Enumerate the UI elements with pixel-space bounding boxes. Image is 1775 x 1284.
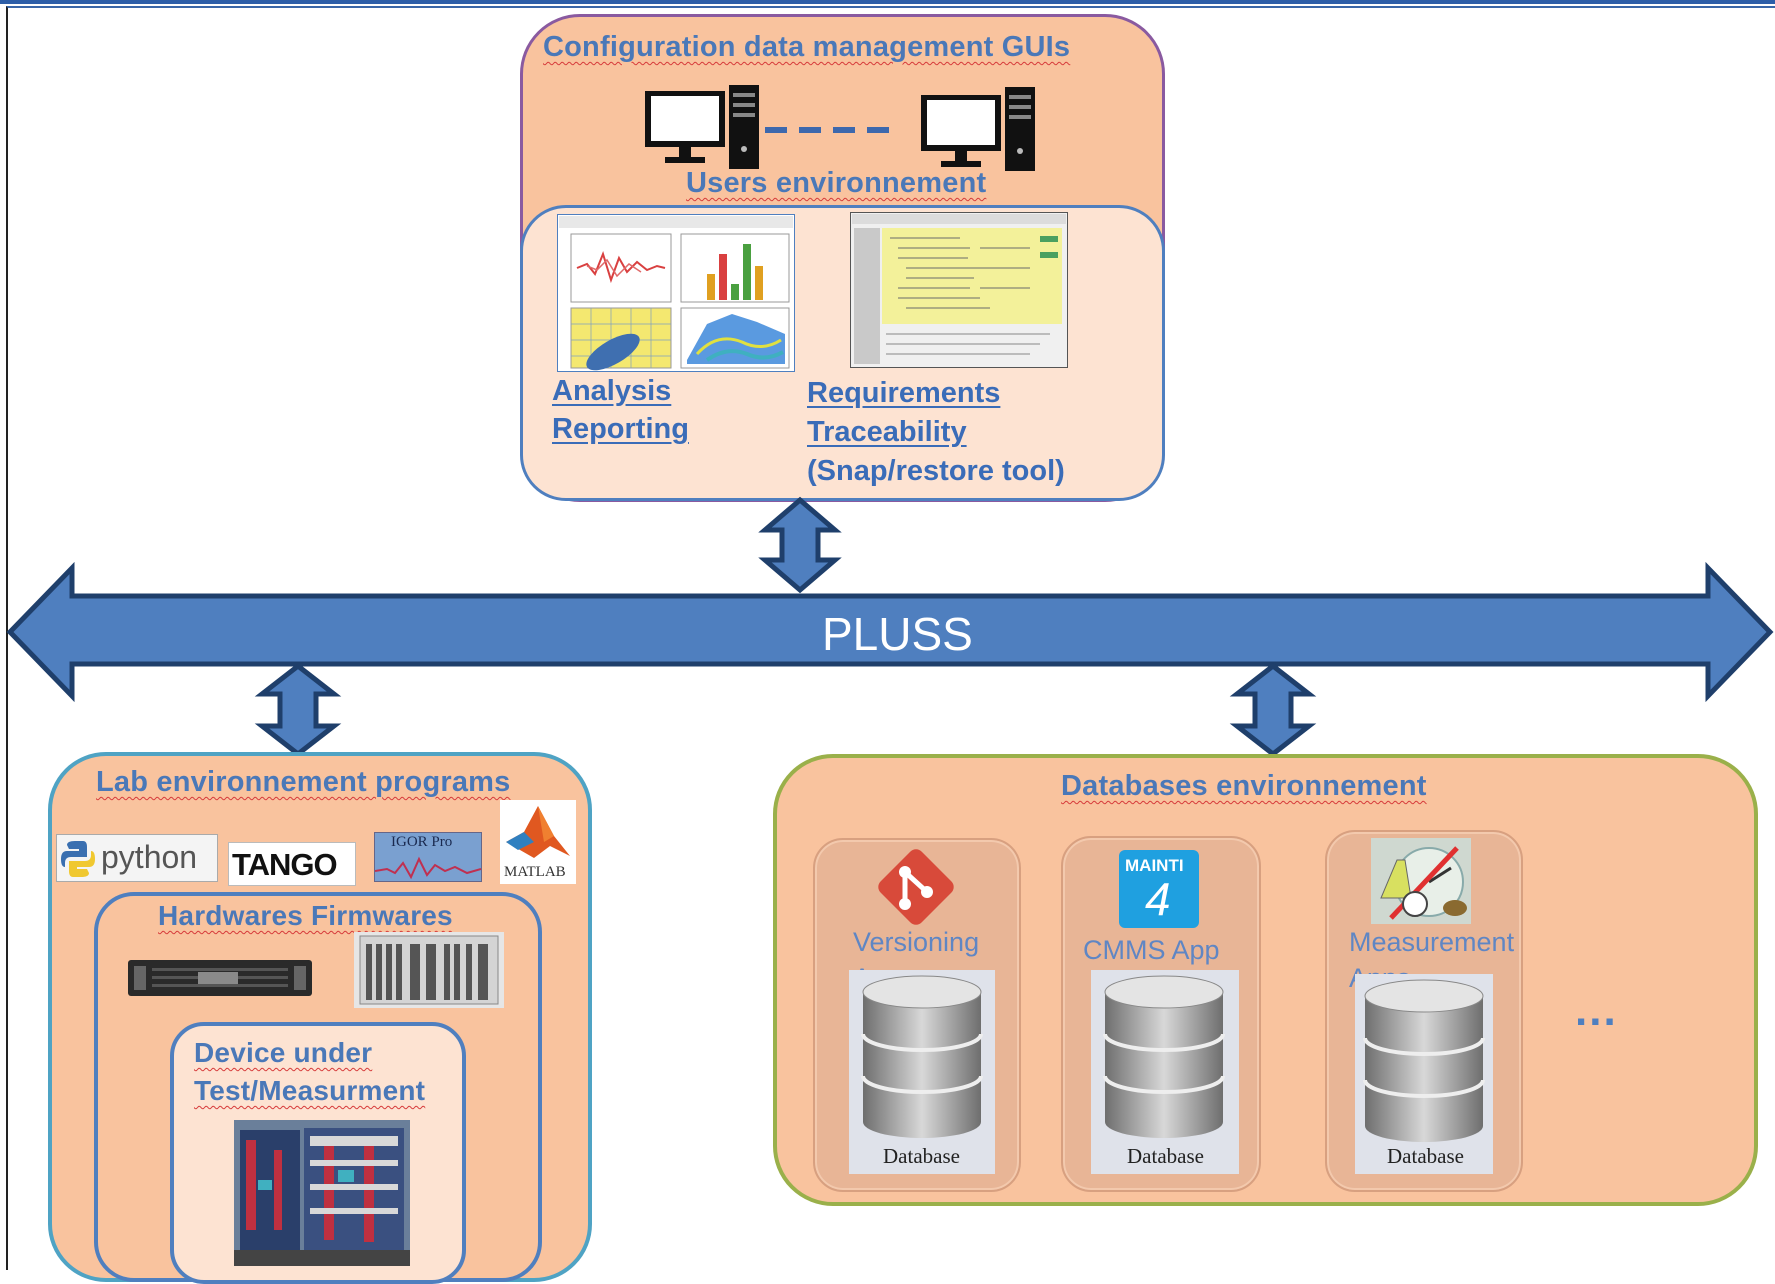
arrow-bus-to-lab — [254, 662, 342, 758]
page-frame — [6, 6, 1775, 1270]
requirements-line2[interactable]: Traceability — [807, 416, 967, 448]
database-icon — [1363, 979, 1485, 1142]
versioning-line1: Versioning — [853, 927, 980, 957]
matlab-logo: MATLAB — [500, 800, 576, 884]
matlab-icon — [506, 806, 570, 858]
hardware-title: Hardwares Firmwares — [158, 900, 453, 932]
analysis-line2[interactable]: Reporting — [552, 413, 689, 445]
db-env-title: Databases environnement — [1061, 770, 1427, 803]
config-gui-box: Configuration data management GUIs Users… — [520, 14, 1165, 502]
mainti4-icon: MAINTI 4 — [1119, 850, 1199, 928]
pluss-bus-arrow — [6, 561, 1774, 703]
database-icon — [1103, 975, 1225, 1138]
dut-line2: Test/Measurment — [194, 1075, 426, 1106]
analysis-screenshot — [557, 214, 795, 372]
requirements-line1[interactable]: Requirements — [807, 377, 1001, 409]
database-label-2: Database — [1127, 1144, 1204, 1168]
database-label-3: Database — [1387, 1144, 1464, 1168]
requirements-label: Requirements Traceability (Snap/restore … — [807, 374, 1065, 491]
arrow-bus-to-db — [1229, 662, 1317, 758]
dut-photo — [234, 1120, 410, 1266]
cmms-label: CMMS App — [1083, 935, 1220, 965]
arrow-config-to-bus — [758, 496, 842, 594]
database-panel-3: Database — [1355, 974, 1493, 1174]
connection-dashes — [765, 127, 889, 133]
igor-text: IGOR Pro — [391, 834, 453, 850]
database-label-1: Database — [883, 1144, 960, 1168]
requirements-line3: (Snap/restore tool) — [807, 455, 1065, 487]
database-icon — [861, 975, 983, 1138]
lab-env-title: Lab environnement programs — [96, 766, 511, 799]
rack-server-icon — [128, 960, 312, 996]
db-card-versioning: Versioning Apps Database — [813, 838, 1021, 1192]
measurement-icon — [1371, 838, 1471, 924]
database-panel-2: Database — [1091, 970, 1239, 1174]
db-title-text: Databases environnement — [1061, 770, 1427, 802]
requirements-screenshot — [850, 212, 1068, 368]
mainti-text: MAINTI — [1125, 856, 1184, 875]
dut-line1: Device under — [194, 1037, 373, 1068]
users-env-box: Analysis Reporting Requirements Traceabi… — [520, 205, 1165, 501]
analysis-line1[interactable]: Analysis — [552, 375, 672, 407]
tango-logo: TANGO — [228, 842, 356, 886]
python-icon — [61, 841, 95, 877]
measurement-line1: Measurement — [1349, 927, 1515, 957]
tango-text: TANGO — [232, 847, 338, 882]
pxi-chassis-icon — [354, 932, 504, 1008]
mainti-number: 4 — [1145, 873, 1171, 925]
computer-icon-left — [645, 85, 759, 169]
dut-title: Device under Test/Measurment — [194, 1034, 425, 1110]
hardware-box: Hardwares Firmwares Device under — [94, 892, 542, 1284]
top-border — [0, 0, 1775, 4]
db-card-cmms: MAINTI 4 CMMS App Database — [1061, 836, 1261, 1192]
pluss-label: PLUSS — [822, 608, 973, 660]
database-panel-1: Database — [849, 970, 995, 1174]
analysis-label: Analysis Reporting — [552, 372, 689, 448]
users-env-label: Users environnement — [686, 167, 987, 199]
git-icon — [878, 849, 954, 925]
ellipsis: ... — [1575, 986, 1618, 1035]
dut-box: Device under Test/Measurment — [170, 1022, 466, 1284]
igor-wave-icon — [375, 856, 481, 880]
db-card-measurement: Measurement Apps Database — [1325, 830, 1523, 1192]
hardware-title-text: Hardwares Firmwares — [158, 900, 453, 931]
igor-logo: IGOR Pro — [374, 832, 482, 882]
python-text: python — [101, 839, 198, 875]
lab-env-box: Lab environnement programs python TANGO … — [48, 752, 592, 1284]
matlab-text: MATLAB — [504, 864, 566, 880]
computer-icon-right — [921, 87, 1035, 171]
lab-title-text: Lab environnement programs — [96, 766, 511, 798]
db-env-box: Databases environnement Versioning Apps … — [773, 754, 1758, 1206]
python-logo: python — [56, 834, 218, 882]
config-gui-title: Configuration data management GUIs — [543, 31, 1071, 63]
